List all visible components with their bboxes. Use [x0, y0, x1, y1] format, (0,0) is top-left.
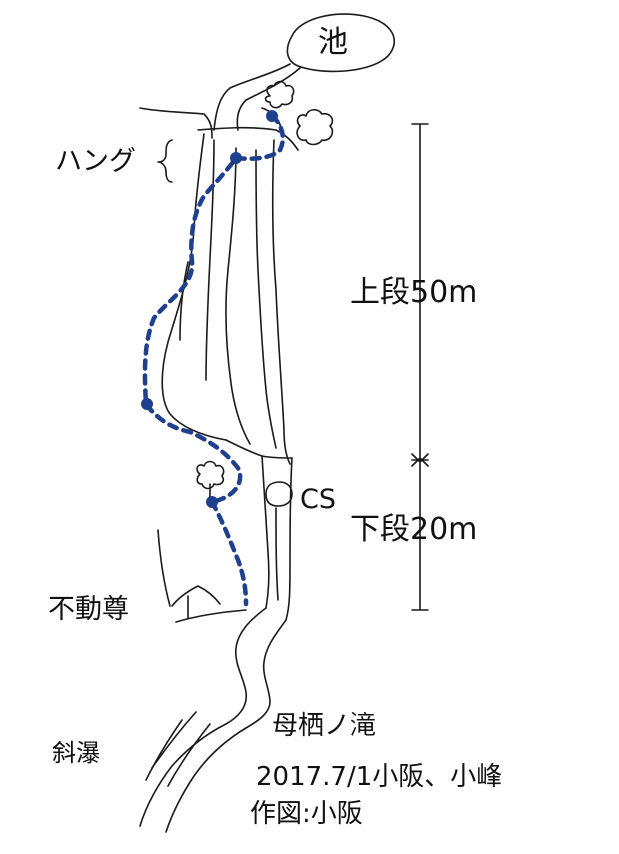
route-lower	[209, 499, 249, 607]
slant-falls-line-1	[151, 711, 197, 769]
tree-cs	[196, 460, 225, 490]
slant-falls-label: 斜瀑	[52, 739, 100, 767]
route-upper	[142, 113, 285, 505]
outflow-stream-left	[213, 63, 291, 131]
caption-date-authors: 2017.7/1小阪、小峰	[256, 762, 503, 792]
upper-left-wall	[161, 133, 227, 441]
lower-left-bank	[157, 529, 171, 607]
lower-stream-left	[139, 607, 267, 827]
cs-label: CS	[300, 484, 336, 515]
caption-title: 母栖ノ滝	[272, 711, 377, 741]
scale-bar-lower	[411, 457, 429, 611]
slant-falls-line-3	[167, 723, 211, 787]
upper-inner-contour-1	[205, 139, 215, 381]
hang-bracket	[157, 139, 173, 183]
lower-left-wall	[261, 455, 270, 609]
slant-falls-line-2	[145, 719, 183, 781]
upper-inner-contour-2	[225, 147, 251, 445]
fudoson-label: 不動尊	[48, 594, 129, 625]
tier-boundary	[225, 439, 293, 459]
anchor-hang	[230, 152, 242, 164]
hang-label: ハング	[55, 146, 136, 177]
anchor-mid	[141, 398, 153, 410]
tree-hang-right	[296, 108, 334, 146]
lower-stream-right	[165, 619, 287, 833]
upper-tier-label: 上段50m	[350, 275, 478, 310]
outflow-stream-right	[236, 67, 301, 131]
pond-outline	[286, 13, 396, 73]
top-rim	[197, 126, 299, 151]
pond-label: 池	[318, 25, 348, 60]
lower-inner-line	[275, 507, 279, 601]
anchor-top	[266, 110, 278, 122]
top-ledge	[139, 107, 213, 139]
cs-chockstone	[265, 481, 293, 507]
caption-drawn-by: 作図:小阪	[250, 799, 363, 829]
fudoson-shrine-roof	[171, 585, 221, 607]
upper-right-wall	[271, 139, 291, 465]
lower-right-wall	[285, 457, 293, 621]
lower-tier-label: 下段20m	[350, 512, 478, 547]
anchor-cs	[206, 496, 218, 508]
upper-inner-contour-4	[179, 261, 189, 341]
tree-top	[264, 80, 295, 109]
scale-bar-upper	[411, 123, 429, 463]
left-bank-lower	[175, 609, 247, 623]
upper-inner-contour-3	[255, 149, 277, 449]
